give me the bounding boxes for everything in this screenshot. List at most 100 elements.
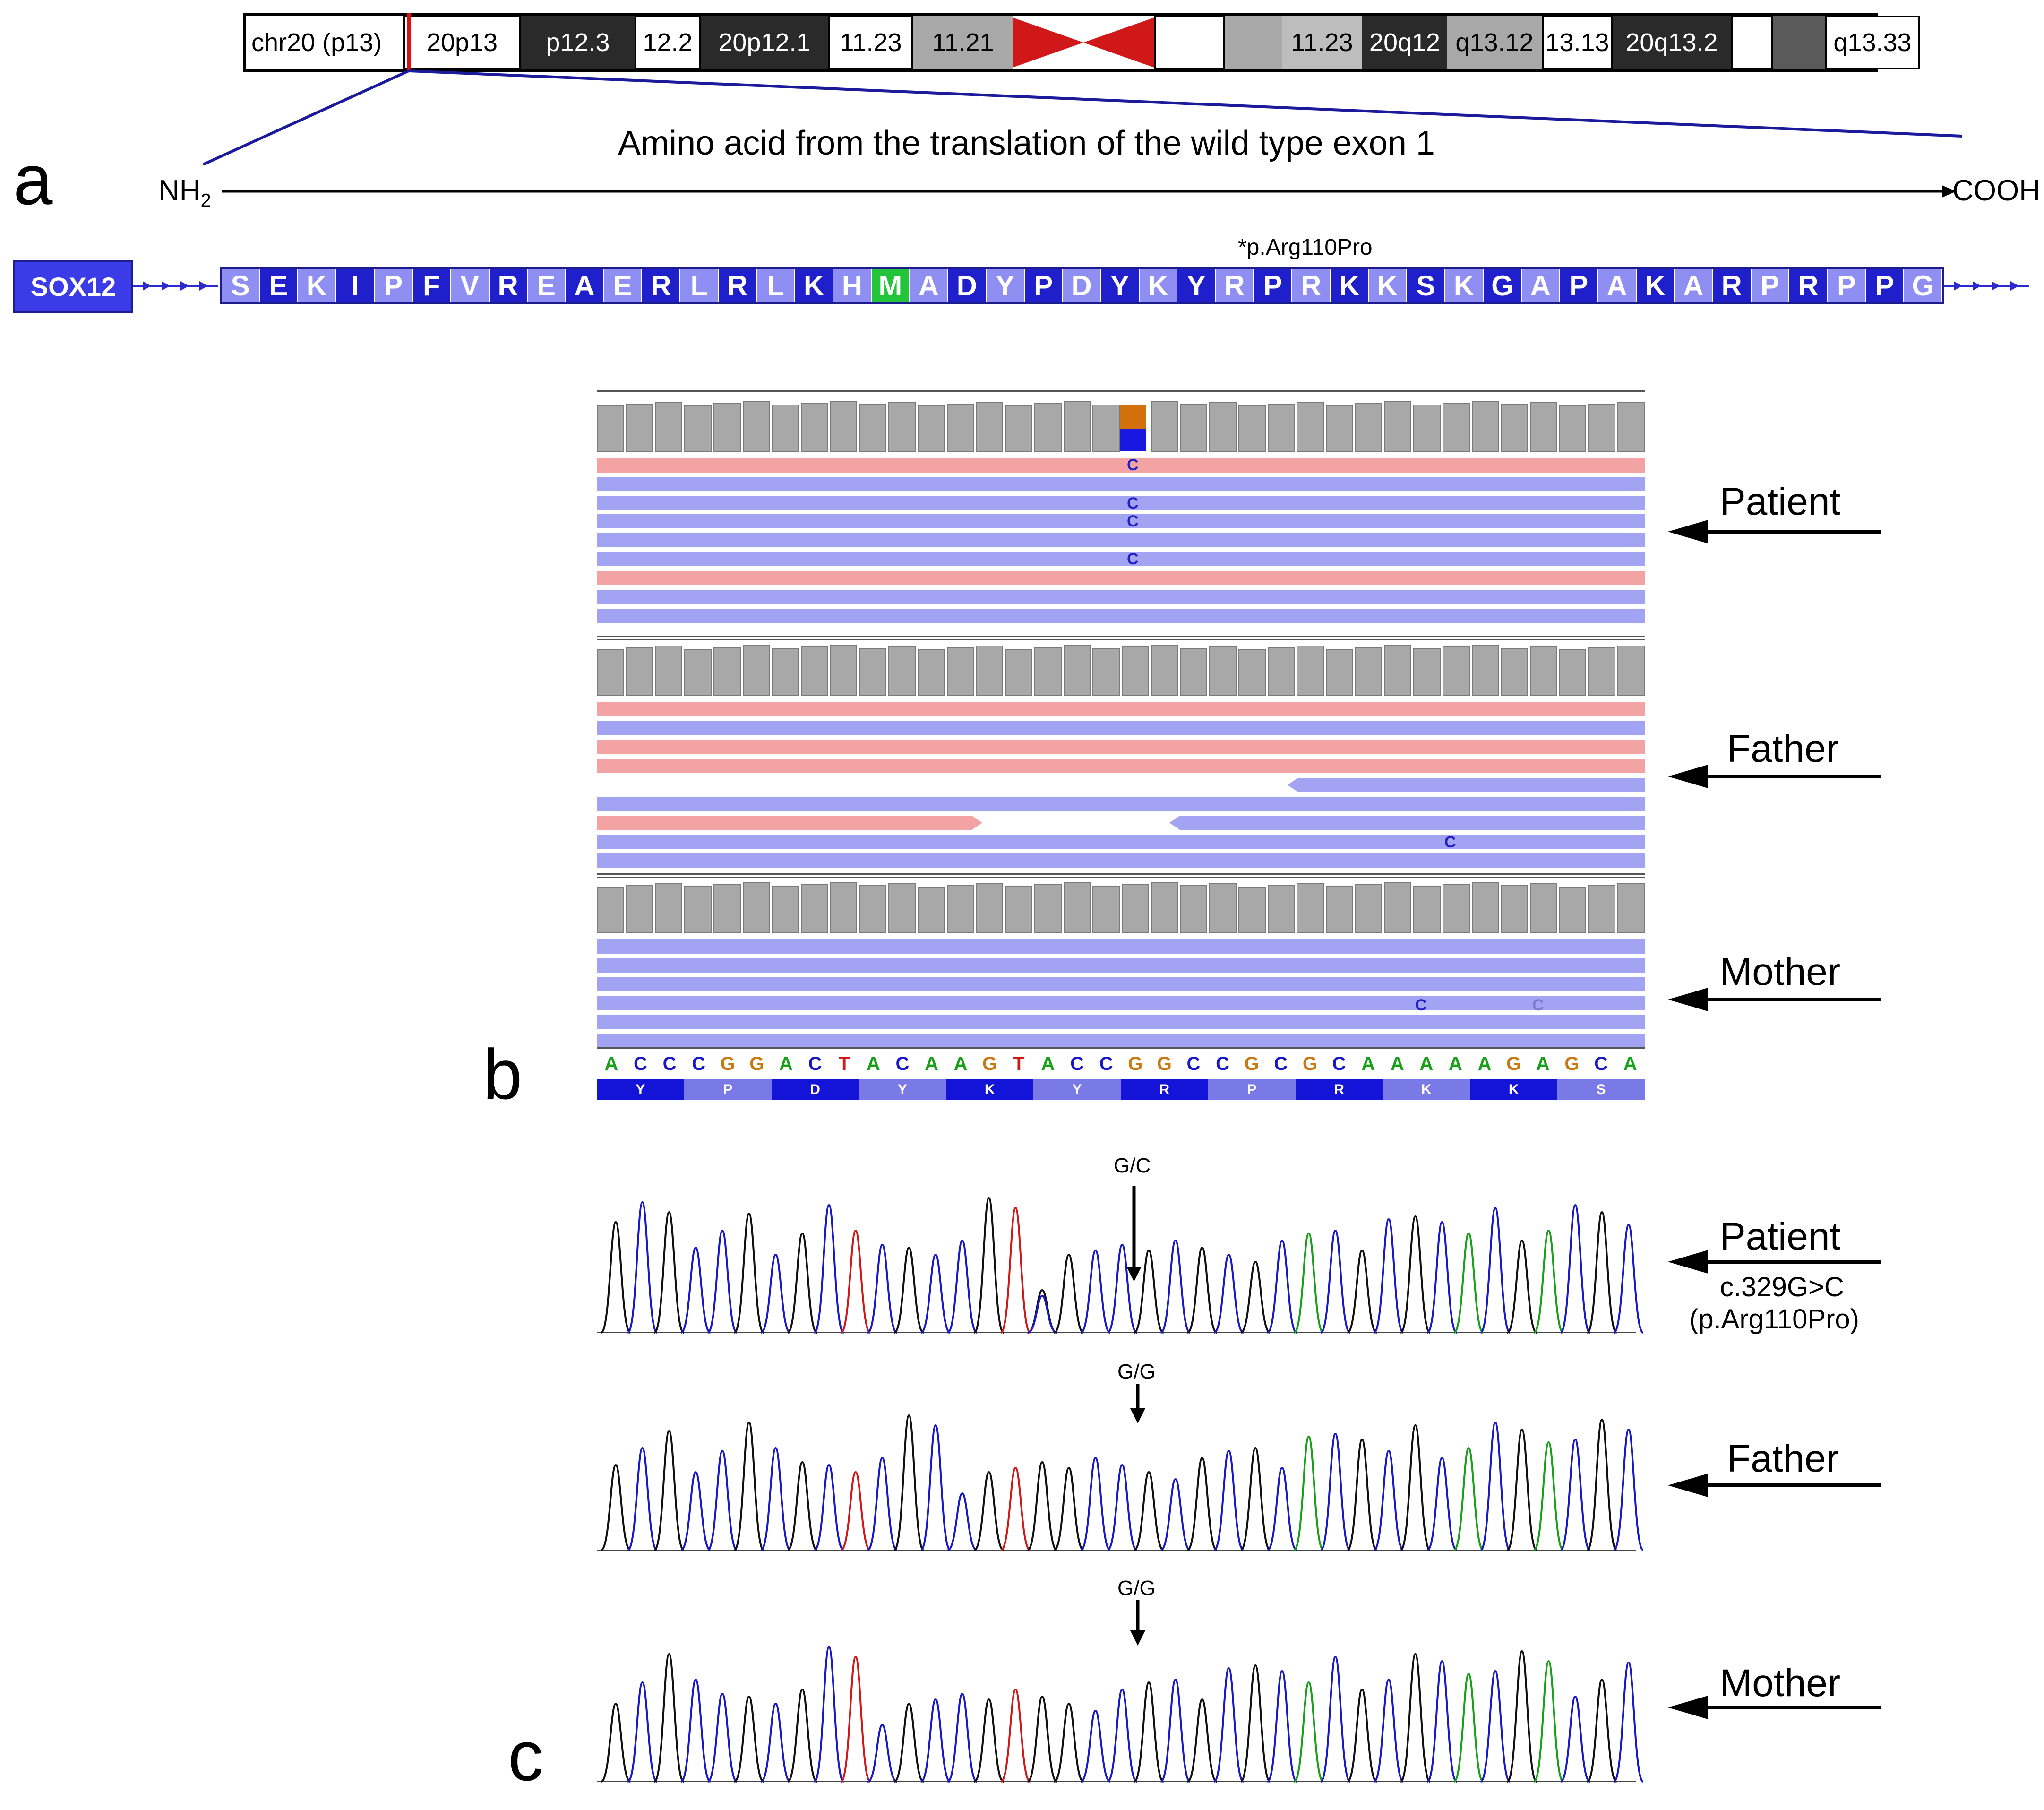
trace-peak [1400, 1424, 1431, 1551]
reference-base: C [692, 1053, 706, 1074]
trace-peak [680, 1246, 711, 1334]
chromatogram-trace [597, 1646, 1644, 1783]
trace-peak [1107, 1688, 1138, 1783]
chromatogram-label-patient: Patient [1720, 1215, 1841, 1258]
coverage-bar [1325, 405, 1353, 452]
mismatch-base: C [1415, 996, 1427, 1014]
reference-base: G [749, 1053, 764, 1074]
amino-acid-cell: R [1789, 269, 1828, 302]
coverage-bar [888, 646, 916, 696]
coverage-bar [1209, 646, 1237, 696]
amino-acid-cell: K [1331, 269, 1369, 302]
arrow-icon [1668, 988, 1881, 1011]
arrow-icon [1668, 1250, 1881, 1274]
coverage-bar [1384, 645, 1412, 696]
trace-peak [867, 1724, 898, 1783]
amino-acid-cell: P [374, 269, 413, 302]
coverage-bar [597, 887, 624, 933]
read [597, 759, 1645, 773]
trace-peak [947, 1492, 978, 1551]
centromere-shape [1013, 17, 1154, 68]
trace-peak [1373, 1678, 1404, 1783]
reference-base: G [1506, 1053, 1521, 1074]
amino-acid-cell: K [298, 269, 336, 302]
amino-acid-cell: S [222, 269, 260, 302]
nh2-text: NH [158, 174, 201, 207]
trace-peak [1533, 1229, 1564, 1334]
trace-peak [627, 1201, 658, 1334]
coverage-bar [1471, 881, 1499, 933]
trace-peak [627, 1447, 658, 1551]
coverage-bar [1617, 646, 1645, 696]
trace-peak [653, 1211, 685, 1334]
read [597, 853, 1645, 868]
coverage-bar [1384, 401, 1412, 452]
trace-peak [1000, 1688, 1031, 1783]
chromosome-label: chr20 (p13) [251, 28, 382, 57]
coverage-bar [772, 886, 799, 933]
amino-acid-cell: P [1024, 269, 1063, 302]
coverage-bar [626, 404, 653, 452]
read [597, 1034, 1645, 1048]
trace-peak [1400, 1653, 1431, 1783]
trace-peak [1160, 1478, 1191, 1551]
trace-peak [947, 1239, 978, 1334]
trace-peak [1107, 1243, 1138, 1334]
trace-peak [1506, 1650, 1538, 1783]
amino-acid-cell: I [336, 269, 375, 302]
translated-codon: Y [859, 1079, 946, 1100]
coverage-bar [888, 883, 916, 933]
coverage-bar [946, 404, 974, 452]
trace-peak [1400, 1215, 1431, 1334]
coverage-bar [1151, 400, 1178, 452]
trace-peak [601, 1702, 631, 1783]
coverage-bar [1180, 648, 1208, 696]
coverage-bar [713, 647, 741, 696]
translated-codon: R [1295, 1079, 1383, 1100]
genotype-label-father: G/G [1117, 1360, 1156, 1383]
trace-peak [1000, 1466, 1031, 1551]
coverage-bar [1267, 885, 1295, 933]
arrow-icon [1668, 765, 1881, 788]
read [1169, 816, 1645, 830]
reference-base: T [1013, 1053, 1025, 1074]
reference-base: C [1216, 1053, 1230, 1074]
panel-letter-c: c [508, 1716, 543, 1795]
trace-peak [733, 1212, 765, 1334]
trace-peak [601, 1464, 631, 1551]
trace-peak [1426, 1660, 1458, 1783]
amino-acid-cell: R [1216, 269, 1254, 302]
trace-peak [813, 1646, 845, 1783]
trace-peak [601, 1221, 631, 1334]
trace-peak [734, 1695, 764, 1783]
trace-peak [1293, 1232, 1324, 1334]
trace-peak [653, 1653, 685, 1783]
trace-peak [1027, 1461, 1057, 1551]
trace-peak [760, 1702, 791, 1783]
label-arrows [1668, 520, 1881, 1719]
amino-acid-cell: K [1369, 269, 1408, 302]
coverage-bar [917, 887, 945, 933]
coverage-bar [772, 405, 799, 452]
amino-acid-cell: E [527, 269, 566, 302]
coverage-bar [1588, 885, 1616, 933]
trace-peak [1080, 1249, 1111, 1334]
coverage-bar [1325, 886, 1353, 933]
trace-peak [1240, 1447, 1271, 1551]
coverage-bar [1063, 645, 1091, 696]
variant-coverage-bar-alt [1120, 429, 1146, 451]
cytoband: p12.3 [521, 16, 635, 69]
trace-peak [920, 1424, 952, 1551]
coverage-bar [1530, 646, 1557, 696]
trace-peak [1320, 1229, 1351, 1334]
igv-patient-section: C C C C [597, 396, 1645, 635]
coverage-bar [684, 649, 712, 696]
read [597, 609, 1645, 623]
amino-acid-cell: M [871, 269, 910, 302]
genotype-label-mother: G/G [1117, 1577, 1156, 1600]
cytoband: 13.13 [1542, 16, 1613, 69]
cytoband [1013, 16, 1154, 69]
right-arrow-track [1944, 281, 2029, 291]
amino-acid-cell: K [795, 269, 833, 302]
